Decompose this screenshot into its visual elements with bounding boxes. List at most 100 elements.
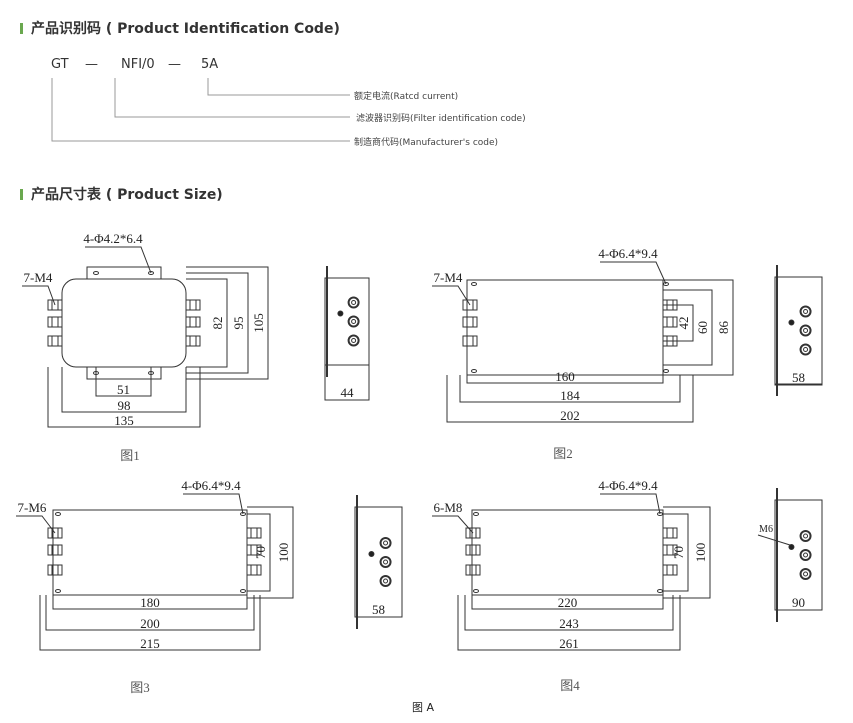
terminal-icon — [662, 316, 678, 328]
leader-line — [600, 261, 667, 285]
terminal-body — [47, 299, 63, 311]
terminal-spec-label: 6-M8 — [434, 500, 463, 515]
terminal-circle-icon — [379, 537, 392, 549]
dimension-line — [466, 375, 664, 384]
hole-spec-label: 4-Φ4.2*6.4 — [83, 231, 143, 246]
dimension-line — [47, 367, 201, 428]
mounting-hole-icon — [240, 589, 246, 593]
figure-caption: 图4 — [560, 678, 580, 693]
leader-line — [432, 285, 471, 306]
dimension-line — [247, 506, 294, 599]
dimension-line — [471, 595, 664, 610]
terminal-circle-icon — [347, 315, 360, 328]
dimension-line — [663, 289, 713, 366]
terminal-body — [185, 335, 201, 347]
ground-screw-icon — [368, 551, 375, 557]
dimension-line — [45, 595, 255, 631]
ground-screw-icon — [788, 544, 795, 550]
leader-line — [22, 285, 56, 306]
terminal-circle-icon — [803, 328, 809, 333]
terminal-circle-icon — [351, 338, 357, 343]
terminal-body — [185, 316, 201, 328]
terminal-icon — [662, 527, 678, 539]
dimension-line — [457, 595, 681, 651]
dimension-label: 100 — [693, 543, 708, 563]
terminal-circle-icon — [799, 530, 812, 542]
dimension-line — [663, 304, 694, 342]
terminal-circle-icon — [803, 347, 809, 352]
dimension-label: 98 — [118, 398, 131, 413]
terminal-body — [465, 527, 481, 539]
terminal-icon — [185, 335, 201, 347]
terminal-circle-icon — [347, 334, 360, 347]
dimension-line — [774, 384, 823, 386]
dimension-label: 180 — [140, 595, 160, 610]
terminal-icon — [246, 544, 262, 556]
desc-manufacturer-code: 制造商代码(Manufacturer's code) — [354, 138, 499, 148]
mounting-hole-icon — [55, 512, 61, 516]
terminal-icon — [185, 299, 201, 311]
dimension-label: 70 — [253, 546, 268, 559]
terminal-body — [662, 544, 678, 556]
section-marker — [20, 188, 23, 200]
dimension-label: 82 — [210, 317, 225, 330]
terminal-icon — [462, 299, 478, 311]
terminal-body — [185, 299, 201, 311]
dimension-line — [52, 595, 248, 610]
filter-body — [52, 509, 248, 596]
terminal-circle-icon — [383, 578, 389, 584]
ground-screw-icon — [337, 310, 344, 317]
dimension-label: 100 — [276, 543, 291, 563]
leader-line — [16, 515, 56, 534]
terminal-body — [662, 527, 678, 539]
dimension-label: 86 — [716, 321, 731, 335]
dimension-label: 58 — [372, 602, 385, 617]
terminal-circle-icon — [379, 556, 392, 568]
dimension-line — [663, 513, 689, 592]
terminal-body — [462, 299, 478, 311]
code-part-current: 5A — [201, 57, 219, 72]
terminal-icon — [47, 544, 63, 556]
terminal-circle-icon — [799, 324, 812, 337]
dimension-label: 202 — [560, 408, 580, 423]
terminal-body — [47, 335, 63, 347]
terminal-icon — [462, 335, 478, 347]
dimension-label: 105 — [251, 313, 266, 333]
terminal-body — [462, 335, 478, 347]
dimension-line — [663, 279, 734, 376]
code-part-manufacturer: GT — [51, 57, 69, 72]
terminal-circle-icon — [347, 296, 360, 309]
terminal-spec-label: 7-M4 — [24, 270, 53, 285]
dimension-line — [61, 367, 187, 413]
leader-line — [85, 246, 152, 274]
section-title-text: 产品尺寸表 ( Product Size) — [31, 187, 223, 203]
figure-a-caption: 图 A — [412, 701, 434, 714]
terminal-circle-icon — [379, 575, 392, 587]
dimension-label: 60 — [695, 321, 710, 334]
code-leaders — [51, 78, 350, 142]
dimension-label: 90 — [792, 595, 805, 610]
terminal-body — [47, 316, 63, 328]
mounting-hole-icon — [55, 589, 61, 593]
mounting-hole-icon — [663, 369, 669, 373]
terminal-circle-icon — [799, 343, 812, 356]
section-marker — [20, 22, 23, 34]
terminal-spec-label: 7-M4 — [434, 270, 463, 285]
terminal-body — [246, 527, 262, 539]
dimension-label: 261 — [559, 636, 579, 651]
mounting-hole-icon — [93, 271, 99, 275]
terminal-body — [246, 544, 262, 556]
terminal-icon — [465, 544, 481, 556]
terminal-circle-icon — [351, 319, 357, 324]
dimension-label: 51 — [117, 382, 130, 397]
dimension-label: 70 — [671, 546, 686, 559]
terminal-icon — [462, 316, 478, 328]
terminal-spec-label: 7-M6 — [18, 500, 47, 515]
mounting-hole-icon — [473, 589, 479, 593]
terminal-circle-icon — [799, 305, 812, 318]
terminal-circle-icon — [803, 571, 809, 577]
terminal-icon — [662, 544, 678, 556]
leader-line — [183, 493, 244, 515]
dimension-label: 243 — [559, 616, 579, 631]
dimension-label: 220 — [558, 595, 578, 610]
